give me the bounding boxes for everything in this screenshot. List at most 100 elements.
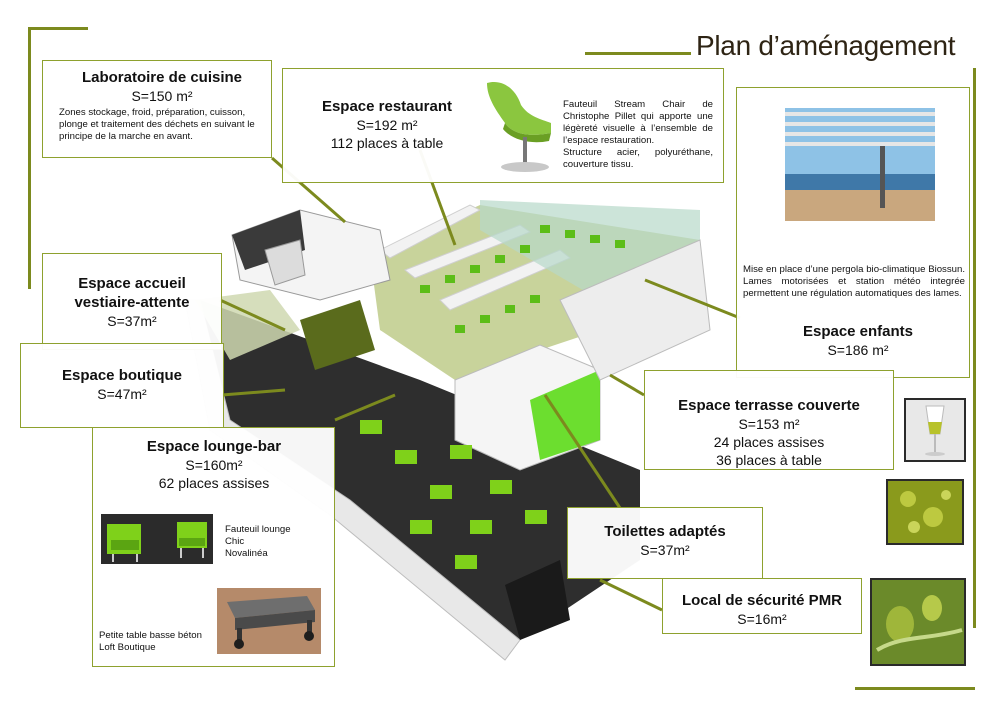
- table-front: [235, 610, 315, 630]
- zone-box-toilettes: Toilettes adaptés S=37m²: [567, 507, 763, 579]
- bar-counter: [300, 300, 375, 370]
- zone-box-laboratoire: Laboratoire de cuisine S=150 m² Zones st…: [42, 60, 272, 158]
- furniture-label: Fauteuil lounge: [225, 524, 291, 535]
- pergola-louvers: [785, 112, 935, 146]
- deco-line-bottom-right: [855, 687, 975, 690]
- lounge-seat: [410, 520, 432, 534]
- armchair-left-seat: [111, 540, 139, 550]
- zone-name: Espace restaurant: [321, 98, 453, 115]
- restaurant-chair: [505, 305, 515, 313]
- concrete-table-photo: [217, 588, 321, 654]
- lounge-armchair-photo: [101, 514, 213, 564]
- chair-shell: [487, 81, 551, 135]
- furniture-label: Loft Boutique: [99, 642, 156, 653]
- zone-box-restaurant: Espace restaurant S=192 m² 112 places à …: [282, 68, 724, 183]
- chair-shell-shadow: [503, 123, 551, 143]
- oil-drop: [923, 507, 943, 527]
- louver: [785, 112, 935, 116]
- terrace-wall: [559, 239, 711, 381]
- zone-name: Espace lounge-bar: [146, 438, 282, 455]
- restaurant-chair: [445, 275, 455, 283]
- oil: [928, 422, 942, 434]
- zone-name: Espace enfants: [802, 323, 914, 340]
- glass-stem: [934, 434, 936, 452]
- pointer-line: [644, 278, 741, 320]
- zone-capacity: 24 places assises: [713, 434, 825, 450]
- zone-box-accueil: Espace accueil vestiaire-attente S=37m²: [42, 253, 222, 350]
- lounge-seat: [455, 555, 477, 569]
- kitchen-storage: [264, 239, 306, 286]
- table-wheel: [234, 639, 244, 649]
- deco-line-left-vertical: [28, 27, 31, 289]
- pointer-line: [219, 298, 286, 332]
- chair-stem: [523, 137, 527, 165]
- lounge-seat: [470, 520, 492, 534]
- security-local: [505, 560, 570, 640]
- zone-area: S=192 m²: [356, 117, 418, 133]
- lounge-seat: [450, 445, 472, 459]
- olive: [886, 606, 914, 642]
- zone-box-boutique: Espace boutique S=47m²: [20, 343, 224, 428]
- pointer-line: [599, 578, 663, 612]
- zone-capacity: 112 places à table: [330, 135, 444, 151]
- zone-area: S=47m²: [97, 386, 147, 402]
- armchair-right-seat: [179, 538, 205, 546]
- deco-line-right-vertical: [973, 68, 976, 628]
- restaurant-chair: [495, 255, 505, 263]
- olive-oil-glass-photo: [904, 398, 966, 462]
- lounge-seat: [430, 485, 452, 499]
- restaurant-chair: [420, 285, 430, 293]
- oil-drop: [941, 490, 951, 500]
- restaurant-chair: [470, 265, 480, 273]
- lounge-seats: [360, 420, 547, 569]
- pergola-photo: [785, 108, 935, 221]
- lounge-seat: [525, 510, 547, 524]
- photo-bg: [872, 580, 964, 664]
- zone-description: Structure acier, polyuréthane, couvertur…: [563, 147, 713, 170]
- restaurant-chair: [480, 315, 490, 323]
- zone-name: Toilettes adaptés: [604, 523, 726, 540]
- restaurant-chairs: [420, 225, 625, 333]
- zone-area: S=16m²: [737, 611, 787, 627]
- zone-box-lounge: Espace lounge-bar S=160m² 62 places assi…: [92, 427, 335, 667]
- olive: [922, 595, 942, 621]
- stream-chair-photo: [487, 81, 551, 172]
- furniture-label: Petite table basse béton: [99, 630, 202, 641]
- pergola-post: [880, 146, 885, 208]
- table-leg: [237, 628, 242, 642]
- zone-name: vestiaire-attente: [74, 294, 190, 311]
- pointer-line: [609, 373, 645, 397]
- pointer-line: [221, 388, 286, 397]
- olives-photo: [870, 578, 966, 666]
- zone-area: S=37m²: [640, 542, 690, 558]
- zone-box-securite: Local de sécurité PMR S=16m²: [662, 578, 862, 634]
- louver: [785, 122, 935, 126]
- zone-description: Zones stockage, froid, préparation, cuis…: [59, 107, 255, 142]
- table-wheel: [304, 631, 314, 641]
- zone-name: Espace boutique: [61, 367, 183, 384]
- lounge-floor: [200, 300, 640, 640]
- restaurant-chair: [615, 240, 625, 248]
- restaurant-chair: [540, 225, 550, 233]
- zone-name: Local de sécurité PMR: [681, 592, 843, 609]
- zone-box-enfants: Mise en place d’une pergola bio-climatiq…: [736, 87, 970, 378]
- toilets-green-wall: [530, 370, 600, 460]
- zone-box-terrasse: Espace terrasse couverte S=153 m² 24 pla…: [644, 370, 894, 470]
- lounge-seat: [490, 480, 512, 494]
- page-title: Plan d’aménagement: [696, 30, 956, 61]
- restaurant-chair: [565, 230, 575, 238]
- table-top: [227, 596, 315, 618]
- sea: [785, 174, 935, 192]
- louver: [785, 132, 935, 136]
- restaurant-chair: [590, 235, 600, 243]
- deco-line-left-top: [28, 27, 88, 30]
- pointer-line: [334, 393, 396, 422]
- restaurant-chair: [520, 245, 530, 253]
- zone-area: S=153 m²: [738, 416, 800, 432]
- terrace-floor: [785, 190, 935, 221]
- zone-area: S=186 m²: [827, 342, 889, 358]
- restaurant-chair: [455, 325, 465, 333]
- title-underline: [585, 52, 691, 55]
- restaurant-chair: [530, 295, 540, 303]
